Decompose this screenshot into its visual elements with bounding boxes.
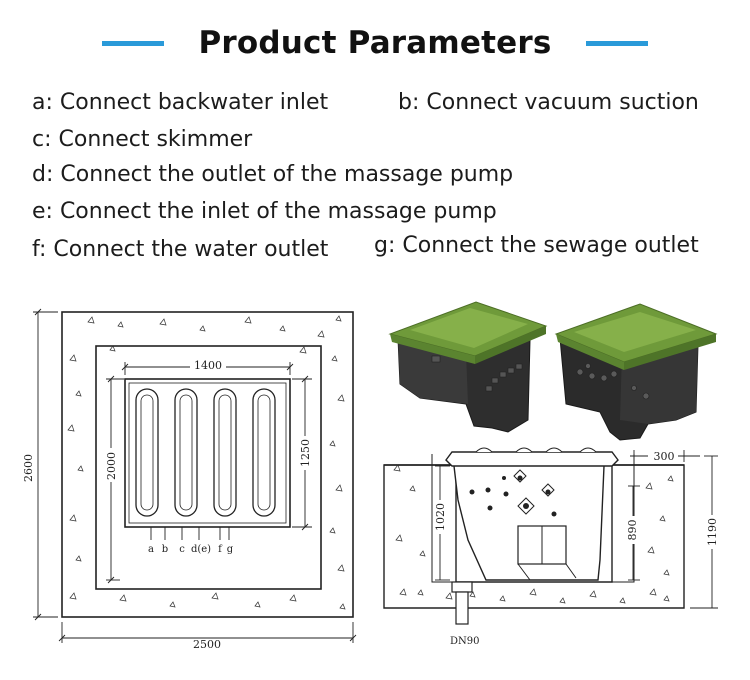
- legend-d: d: Connect the outlet of the massage pum…: [32, 162, 514, 187]
- slot-1-inner: [140, 394, 154, 511]
- legend-f: f: Connect the water outlet: [32, 237, 329, 262]
- section-ports: [469, 475, 557, 517]
- section-view: DN90 300 1020: [383, 447, 719, 647]
- outer-slab: [61, 311, 354, 618]
- port-labels: a b c d(e) f g: [148, 544, 234, 555]
- port-label-a: a: [148, 544, 154, 555]
- dim-bg-2000: [104, 448, 117, 482]
- product-lid-left-skirt2: [475, 326, 546, 364]
- dim-label-890: 890: [626, 520, 639, 541]
- massage-slots: [135, 388, 276, 517]
- dim-bg-1190: [705, 515, 718, 549]
- concrete-hatch-plan: [67, 315, 346, 610]
- title-accent-right: [585, 40, 648, 46]
- dim-bg-300: [648, 449, 678, 462]
- dim-label-1400: 1400: [194, 359, 222, 372]
- section-body: [450, 461, 610, 581]
- port-label-g: g: [227, 544, 234, 555]
- slot-1: [135, 388, 159, 517]
- dim-bg-1020: [433, 500, 446, 534]
- slot-4: [252, 388, 276, 517]
- product-lid-right-skirt2: [624, 334, 716, 370]
- dim-label-300: 300: [654, 450, 675, 463]
- massage-pad-outer: [124, 378, 291, 528]
- port-label-f: f: [218, 544, 223, 555]
- port-label-c: c: [179, 544, 185, 555]
- dim-label-2500: 2500: [193, 638, 221, 651]
- dim-bg-1400: [190, 358, 226, 370]
- legend-b: b: Connect vacuum suction: [398, 90, 699, 115]
- port-label-b: b: [162, 544, 168, 555]
- dim-outer-width: [58, 622, 357, 643]
- title-row: Product Parameters: [0, 18, 750, 68]
- port-label-de: d(e): [191, 544, 211, 555]
- product-photo-right: [554, 303, 718, 441]
- dim-bg-890: [626, 516, 639, 544]
- legend-e: e: Connect the inlet of the massage pump: [32, 199, 497, 224]
- section-lid: [445, 451, 619, 467]
- product-ports-left: [431, 355, 523, 392]
- slot-2-inner: [179, 394, 193, 511]
- concrete-hatch-section: [393, 464, 674, 604]
- port-lines: [150, 527, 230, 540]
- slot-2: [174, 388, 198, 517]
- dim-label-1020: 1020: [434, 503, 447, 531]
- product-photo-left: [388, 301, 548, 433]
- dim-label-2600: 2600: [22, 454, 35, 482]
- product-lid-right-skirt: [556, 334, 624, 370]
- lid-bumps: [475, 447, 597, 453]
- title-accent-left: [102, 40, 165, 46]
- slot-3: [213, 388, 237, 517]
- filter-bottom: [517, 563, 577, 581]
- dim-bg-1250: [299, 436, 312, 470]
- product-lid-left-top: [410, 308, 528, 348]
- dim-label-2000: 2000: [105, 452, 118, 480]
- massage-pad-inner: [128, 382, 287, 524]
- slot-4-inner: [257, 394, 271, 511]
- drain-label: DN90: [450, 636, 480, 647]
- section-port-diamonds: [513, 469, 555, 515]
- product-lid-right-top: [574, 312, 696, 352]
- inner-pit: [95, 345, 322, 590]
- page-title: Product Parameters: [198, 25, 552, 61]
- legend-c: c: Connect skimmer: [32, 127, 253, 152]
- dim-label-1190: 1190: [706, 518, 719, 546]
- drain-pipe: [451, 581, 473, 625]
- dim-outer-height: [33, 308, 58, 621]
- legend-g: g: Connect the sewage outlet: [374, 233, 699, 258]
- product-lid-left-skirt: [390, 334, 475, 364]
- plan-view: a b c d(e) f g 2600: [22, 308, 357, 651]
- dim-label-1250: 1250: [299, 439, 312, 467]
- product-ports-right: [576, 363, 650, 400]
- legend-a: a: Connect backwater inlet: [32, 90, 329, 115]
- slot-3-inner: [218, 394, 232, 511]
